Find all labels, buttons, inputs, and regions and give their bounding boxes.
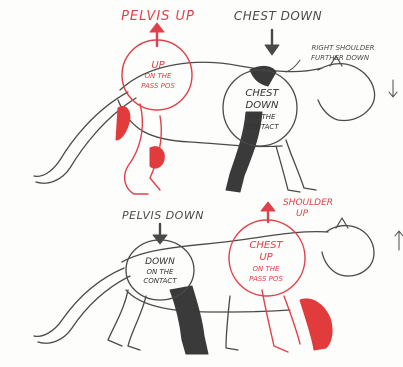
- bottom-chest-circle-line2: UP: [259, 252, 273, 263]
- top-shoulder-note-line2: FURTHER DOWN: [311, 54, 370, 62]
- bottom-tail: [34, 268, 130, 343]
- bottom-chest-circle-line1: CHEST: [249, 240, 283, 251]
- bottom-red-front-leg-fill: [300, 299, 332, 350]
- top-shoulder-note-line1: RIGHT SHOULDER: [311, 44, 374, 52]
- top-chest-circle-line1: CHEST: [245, 88, 279, 99]
- bottom-shoulder-up-line2: UP: [296, 209, 309, 219]
- bottom-side-up-arrow: [395, 231, 403, 250]
- bottom-chest-circle-line4: PASS POS: [249, 275, 283, 283]
- bottom-shoulder-up-arrowhead: [261, 202, 275, 211]
- bottom-pelvis-down-title: PELVIS DOWN: [122, 209, 204, 222]
- bottom-panther: [34, 218, 374, 354]
- bottom-red-front-leg: [262, 290, 300, 352]
- top-chest-circle-line4: CONTACT: [245, 123, 279, 131]
- top-pelvis-circle-line1: UP: [151, 60, 165, 71]
- bottom-pelvis-circle-line3: CONTACT: [143, 277, 177, 285]
- bottom-pelvis-circle-line1: DOWN: [145, 257, 175, 267]
- top-side-down-arrow: [389, 80, 397, 97]
- top-chest-circle-line3: ON THE: [249, 113, 277, 121]
- top-pelvis-up-arrowhead: [150, 23, 164, 32]
- bottom-far-front-leg: [226, 296, 238, 350]
- bottom-chest-circle-line3: ON THE: [253, 265, 281, 273]
- top-pelvis-circle-line2: ON THE: [145, 72, 173, 80]
- top-head: [318, 64, 375, 121]
- top-dark-shoulder: [250, 66, 276, 86]
- top-chest-down-title: CHEST DOWN: [234, 9, 322, 23]
- bottom-head: [322, 226, 374, 276]
- top-front-leg-outline: [276, 140, 316, 192]
- bottom-shoulder-up-line1: SHOULDER: [283, 198, 333, 208]
- bottom-hind-leg-outline: [108, 290, 146, 350]
- top-red-hind-paw-fill: [150, 147, 164, 168]
- top-chest-circle-line2: DOWN: [246, 100, 279, 111]
- bottom-pelvis-down-arrowhead: [153, 235, 167, 244]
- top-shoulder-pointer: [286, 60, 300, 72]
- top-pelvis-up-title: PELVIS UP: [121, 9, 195, 24]
- top-red-flank-fill: [116, 106, 130, 140]
- top-pelvis-circle-line3: PASS POS: [141, 82, 175, 90]
- bottom-pelvis-circle-line2: ON THE: [147, 268, 175, 276]
- top-panther: [34, 40, 375, 194]
- top-chest-down-arrowhead: [265, 45, 279, 55]
